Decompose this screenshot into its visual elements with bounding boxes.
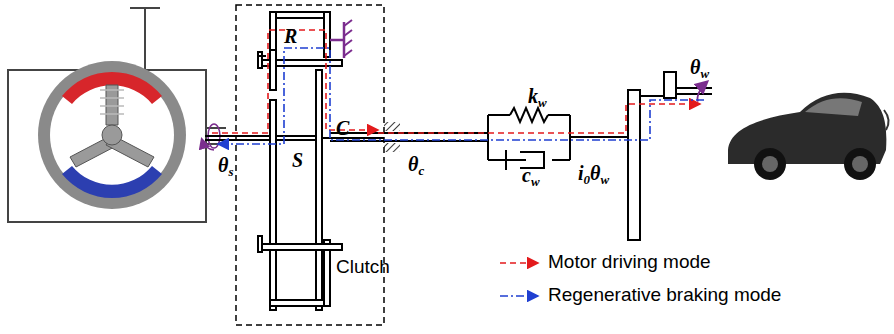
ground-hatch xyxy=(344,20,352,56)
part-label: cw xyxy=(522,165,540,188)
legend-sample xyxy=(500,262,538,264)
part-label: Clutch xyxy=(336,257,390,276)
gearbox-boundary xyxy=(236,5,384,325)
motor-symbol xyxy=(8,8,226,222)
part-label: i0θw xyxy=(578,163,609,186)
part-label: θc xyxy=(408,154,424,177)
legend-text: Motor driving mode xyxy=(548,251,711,273)
output-shaft xyxy=(330,108,630,170)
part-label: θw xyxy=(690,57,709,80)
part-label: R xyxy=(284,26,297,46)
legend-text: Regenerative braking mode xyxy=(548,284,781,306)
final-drive-gear xyxy=(628,72,712,240)
legend-sample xyxy=(500,295,538,297)
part-label: C xyxy=(336,118,349,138)
car-icon xyxy=(728,93,889,180)
part-label: kw xyxy=(528,86,547,109)
part-label: S xyxy=(292,150,303,170)
ground-symbol xyxy=(330,22,344,58)
part-label: θs xyxy=(218,155,233,178)
power-flow xyxy=(212,30,704,144)
rotation-arrow xyxy=(693,82,711,101)
